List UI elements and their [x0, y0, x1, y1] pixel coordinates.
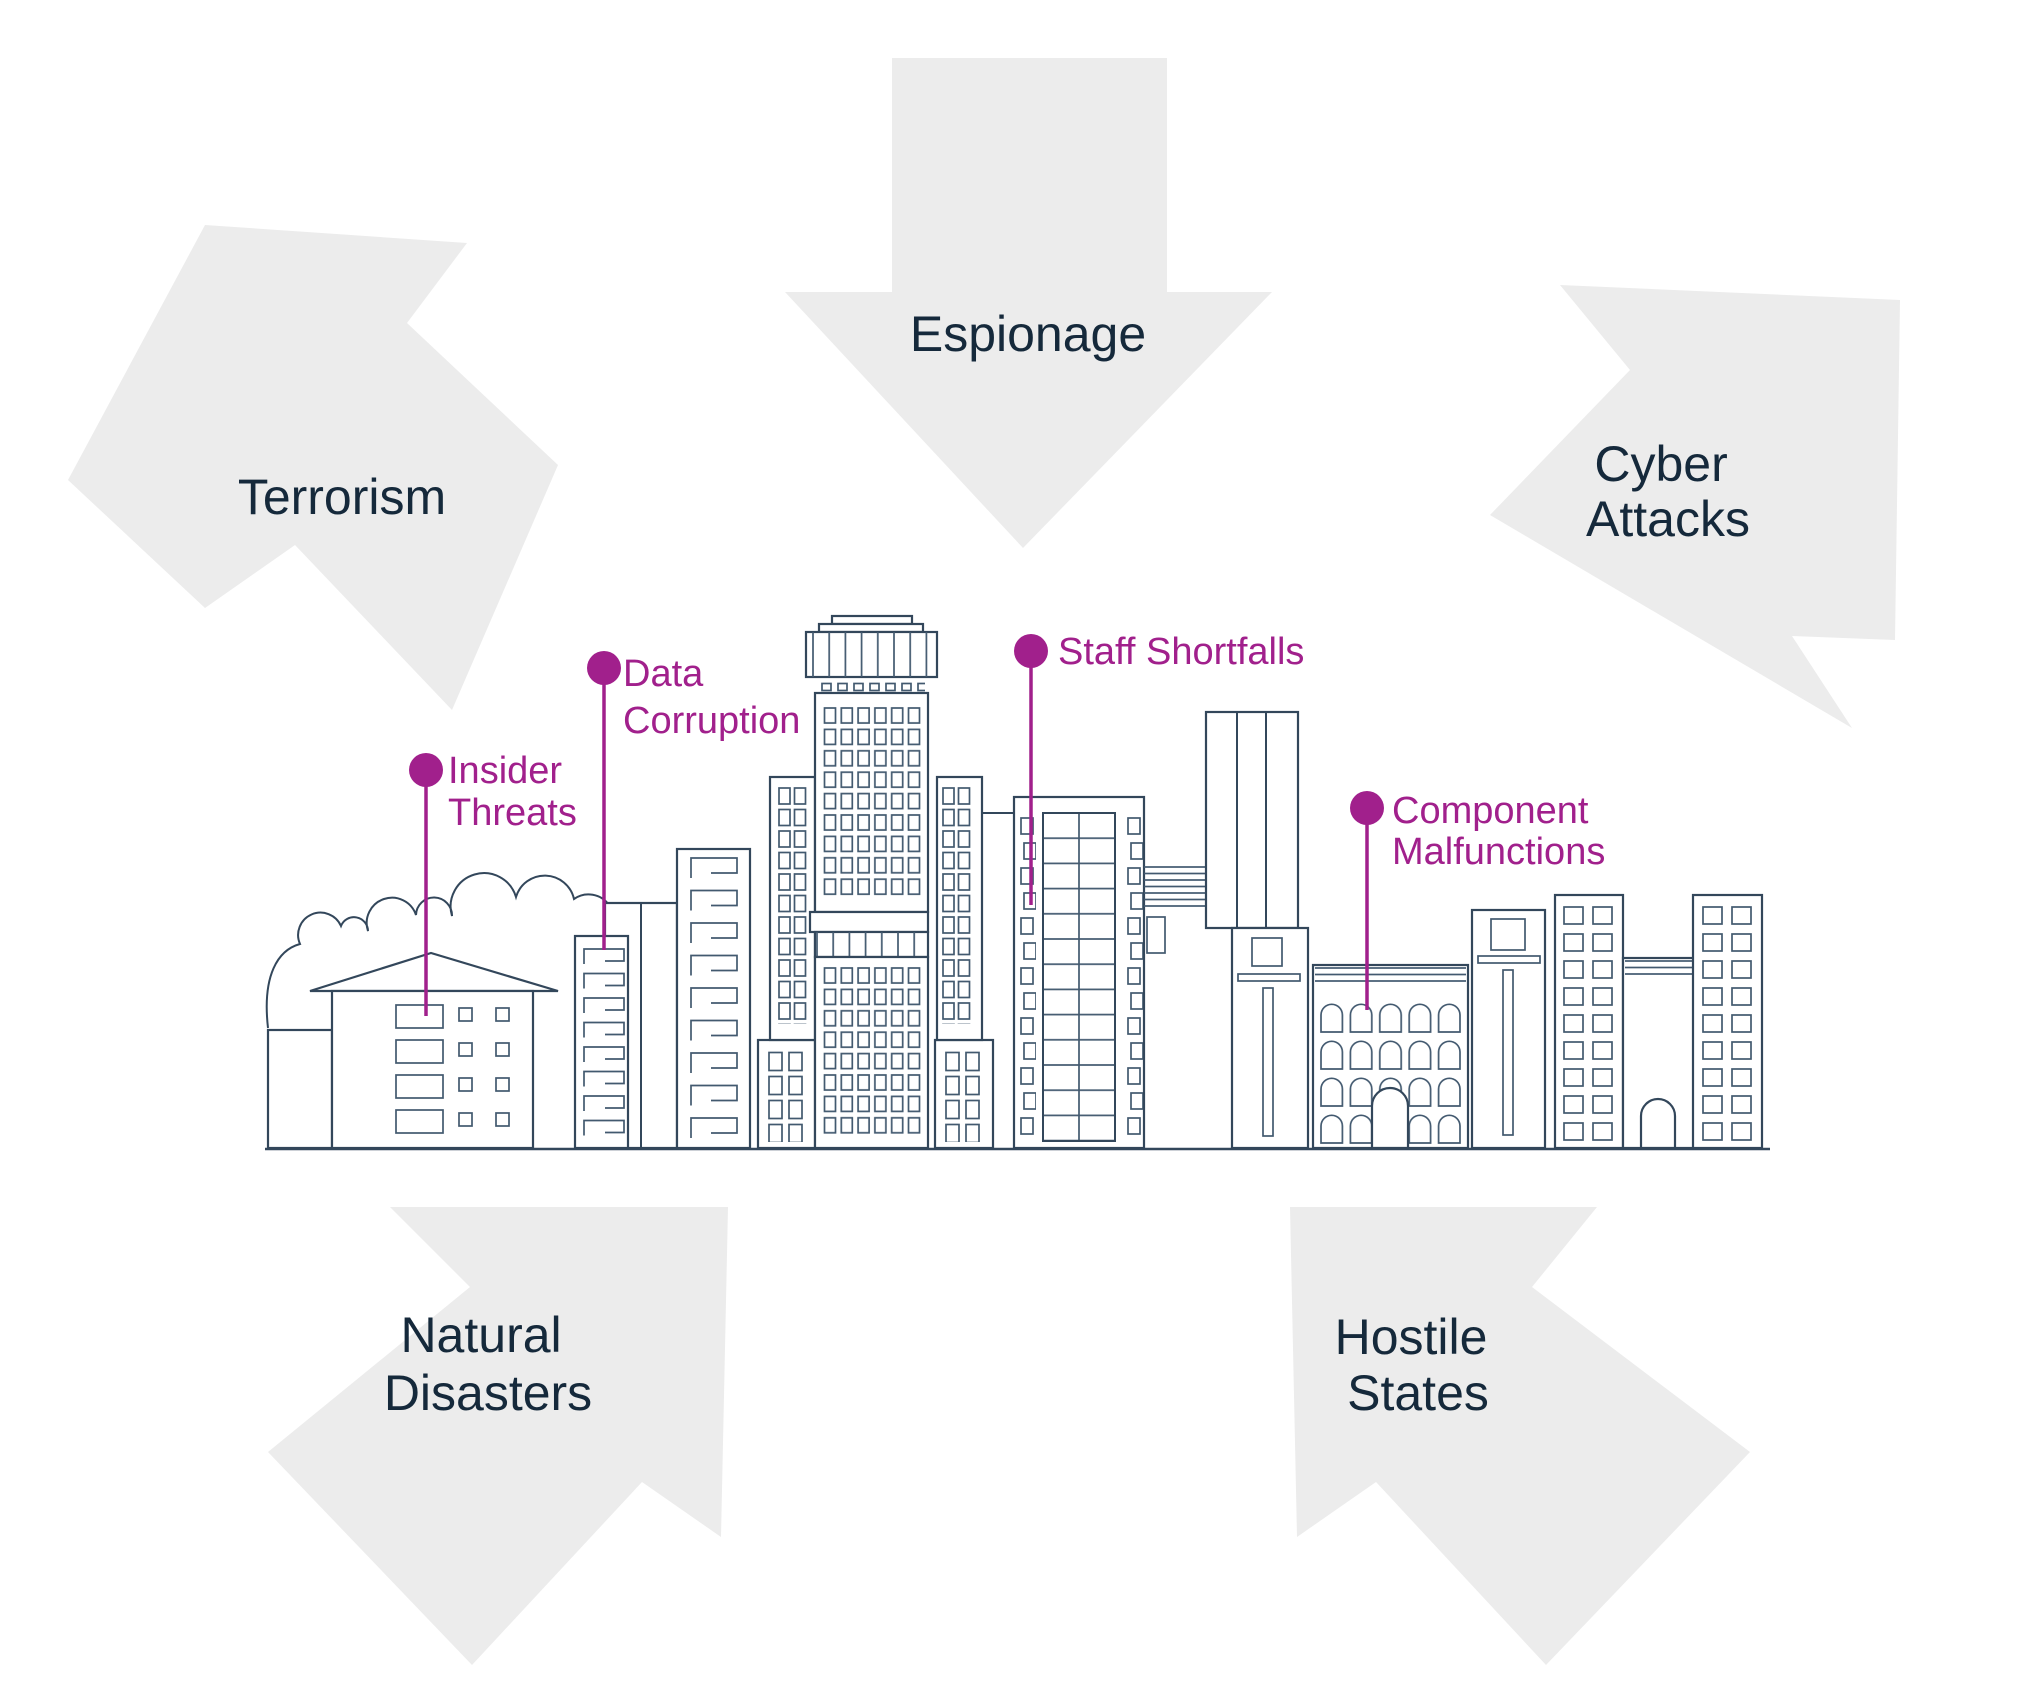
- house-building: [309, 951, 559, 1150]
- arch-building: [1311, 963, 1470, 1150]
- insider-threats-label: Insider Threats: [448, 750, 577, 834]
- bracket-tower: [675, 847, 752, 1150]
- city-skyline: [265, 614, 1770, 1151]
- insider-threats-dot: [409, 753, 443, 787]
- skyscraper-left-flank: [756, 775, 817, 1150]
- square-tower-b: [1691, 893, 1764, 1150]
- data-corruption-dot: [587, 651, 621, 685]
- insider-threats-marker: Insider Threats: [409, 750, 577, 1016]
- low-wall: [266, 1028, 334, 1150]
- data-tower: [573, 934, 630, 1150]
- espionage-label: Espionage: [910, 306, 1146, 362]
- data-corruption-marker: Data Corruption: [587, 651, 800, 950]
- external-threat-arrows: [68, 58, 1900, 1665]
- elevator-tower: [1470, 908, 1547, 1150]
- cyber-attacks-arrow: [1490, 285, 1900, 728]
- gap-doorway: [1639, 1097, 1677, 1150]
- staff-shortfalls-marker: Staff Shortfalls: [1014, 631, 1304, 905]
- central-skyscraper: [804, 614, 939, 1150]
- hostile-states-label: Hostile States: [1335, 1309, 1502, 1421]
- arch-doorway: [1370, 1086, 1410, 1150]
- terrorism-arrow: [68, 225, 558, 710]
- twin-tower: [1204, 710, 1310, 1150]
- staff-building: [1012, 795, 1146, 1150]
- espionage-arrow: [785, 58, 1272, 548]
- component-malfunctions-marker: Component Malfunctions: [1350, 790, 1605, 1010]
- skyscraper-right-flank: [933, 775, 995, 1150]
- natural-disasters-label: Natural Disasters: [384, 1307, 592, 1421]
- terrorism-label: Terrorism: [238, 469, 446, 525]
- bridge-bands: [1144, 866, 1205, 954]
- external-threat-labels: Terrorism Espionage Cyber Attacks Natura…: [238, 306, 1750, 1421]
- data-corruption-label: Data Corruption: [623, 653, 800, 742]
- square-tower-a: [1553, 893, 1625, 1150]
- hostile-states-arrow: [1290, 1207, 1750, 1665]
- arch-gap-structure: [1621, 956, 1697, 1150]
- staff-shortfalls-label: Staff Shortfalls: [1058, 631, 1304, 673]
- natural-disasters-arrow: [268, 1207, 728, 1665]
- staff-shortfalls-dot: [1014, 634, 1048, 668]
- component-malfunctions-dot: [1350, 791, 1384, 825]
- cyber-attacks-label: Cyber Attacks: [1586, 436, 1750, 547]
- component-malfunctions-label: Component Malfunctions: [1392, 790, 1605, 873]
- internal-threat-markers: Insider Threats Data Corruption Staff Sh…: [409, 631, 1605, 1016]
